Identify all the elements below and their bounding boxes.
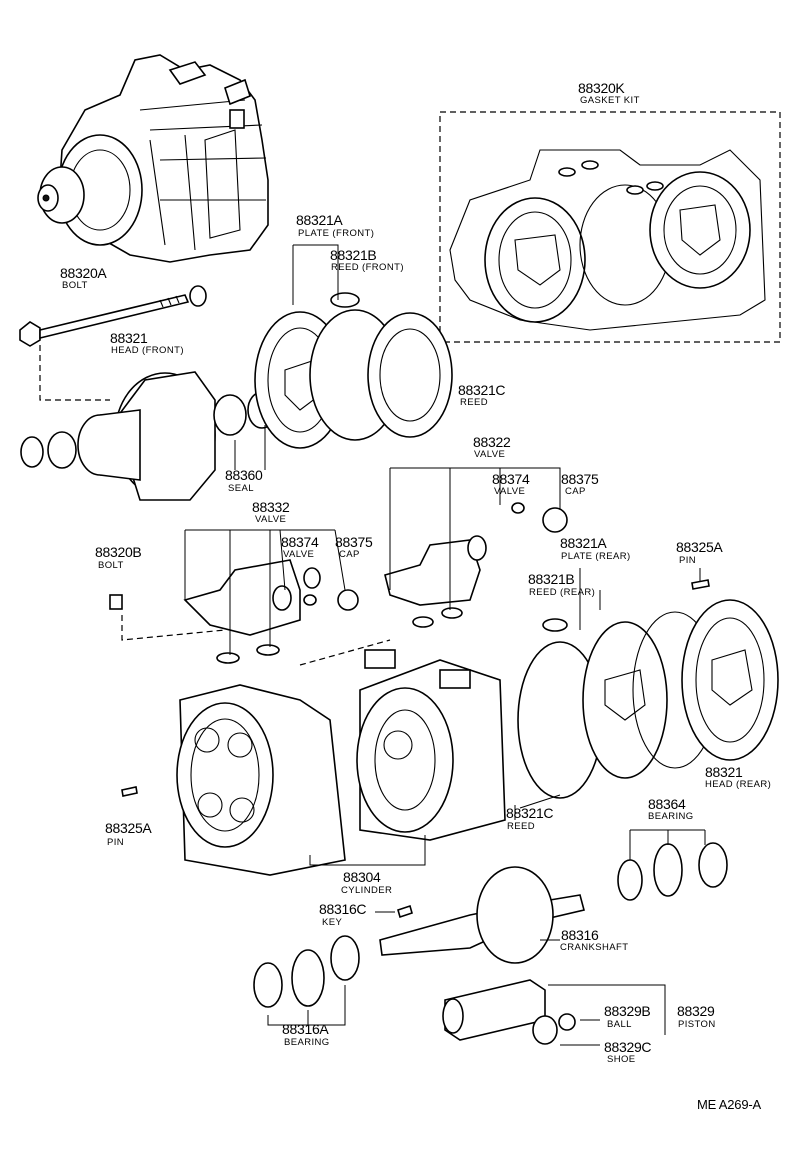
assembled-compressor-illustration	[37, 54, 269, 263]
head-front-name: HEAD (FRONT)	[111, 345, 184, 356]
bearing-left-number: 88316A	[282, 1021, 329, 1037]
head-front-number: 88321	[110, 330, 148, 346]
shoe-name: SHOE	[607, 1054, 636, 1065]
bolt-long-number: 88320A	[60, 265, 107, 281]
bolt-long-name: BOLT	[62, 280, 88, 291]
gasket-kit-name: GASKET KIT	[580, 95, 640, 106]
diagram-code: ME A269-A	[697, 1097, 761, 1112]
reed-front-number: 88321B	[330, 247, 377, 263]
valves-illustration	[109, 502, 568, 666]
cylinder-number: 88304	[343, 869, 381, 885]
key-number: 88316C	[319, 901, 367, 917]
crankshaft-number: 88316	[561, 927, 599, 943]
ball-name: BALL	[607, 1019, 632, 1030]
bearing-right-number: 88364	[648, 796, 686, 812]
plate-front-name: PLATE (FRONT)	[298, 228, 375, 239]
valve-right-name: VALVE	[474, 449, 506, 460]
gasket-kit-number: 88320K	[578, 80, 625, 96]
ball-number: 88329B	[604, 1003, 651, 1019]
cap-left-number: 88375	[335, 534, 373, 550]
cap-right-number: 88375	[561, 471, 599, 487]
valve-small-right-number: 88374	[492, 471, 530, 487]
valve-small-left-number: 88374	[281, 534, 319, 550]
plate-rear-name: PLATE (REAR)	[561, 551, 631, 562]
plate-rear-number: 88321A	[560, 535, 607, 551]
long-bolt-illustration	[19, 285, 207, 401]
piston-number: 88329	[677, 1003, 715, 1019]
head-rear-name: HEAD (REAR)	[705, 779, 772, 790]
valve-right-number: 88322	[473, 434, 511, 450]
crankshaft-name: CRANKSHAFT	[560, 942, 629, 953]
reed-c-lower-number: 88321C	[506, 805, 554, 821]
bolt-short-number: 88320B	[95, 544, 142, 560]
pin-left-name: PIN	[107, 837, 125, 848]
reed-c-upper-name: REED	[460, 397, 488, 408]
cap-right-name: CAP	[565, 486, 586, 497]
bolt-short-name: BOLT	[98, 560, 124, 571]
valve-left-name: VALVE	[255, 514, 287, 525]
reed-c-lower-name: REED	[507, 821, 535, 832]
reed-rear-name: REED (REAR)	[529, 587, 596, 598]
bearing-left-name: BEARING	[284, 1037, 330, 1048]
valve-small-right-name: VALVE	[494, 486, 526, 497]
valve-small-left-name: VALVE	[283, 549, 315, 560]
cap-left-name: CAP	[339, 549, 360, 560]
shaft-bearing-illustration	[253, 842, 728, 1045]
rear-head-illustration	[121, 579, 779, 799]
valve-left-number: 88332	[252, 499, 290, 515]
reed-c-upper-number: 88321C	[458, 382, 506, 398]
plate-front-number: 88321A	[296, 212, 343, 228]
pin-right-name: PIN	[679, 555, 697, 566]
reed-rear-number: 88321B	[528, 571, 575, 587]
key-name: KEY	[322, 917, 343, 928]
seal-name: SEAL	[228, 483, 254, 494]
seal-number: 88360	[225, 467, 263, 483]
cylinder-name: CYLINDER	[341, 885, 393, 896]
reed-front-name: REED (FRONT)	[331, 262, 404, 273]
piston-name: PISTON	[678, 1019, 716, 1030]
gasket-kit-box	[439, 111, 781, 343]
pin-right-number: 88325A	[676, 539, 723, 555]
cylinder-illustration	[176, 649, 506, 876]
front-head-illustration	[20, 292, 453, 501]
pin-left-number: 88325A	[105, 820, 152, 836]
shoe-number: 88329C	[604, 1039, 652, 1055]
bearing-right-name: BEARING	[648, 811, 694, 822]
head-rear-number: 88321	[705, 764, 743, 780]
leader-lines	[184, 244, 706, 1046]
